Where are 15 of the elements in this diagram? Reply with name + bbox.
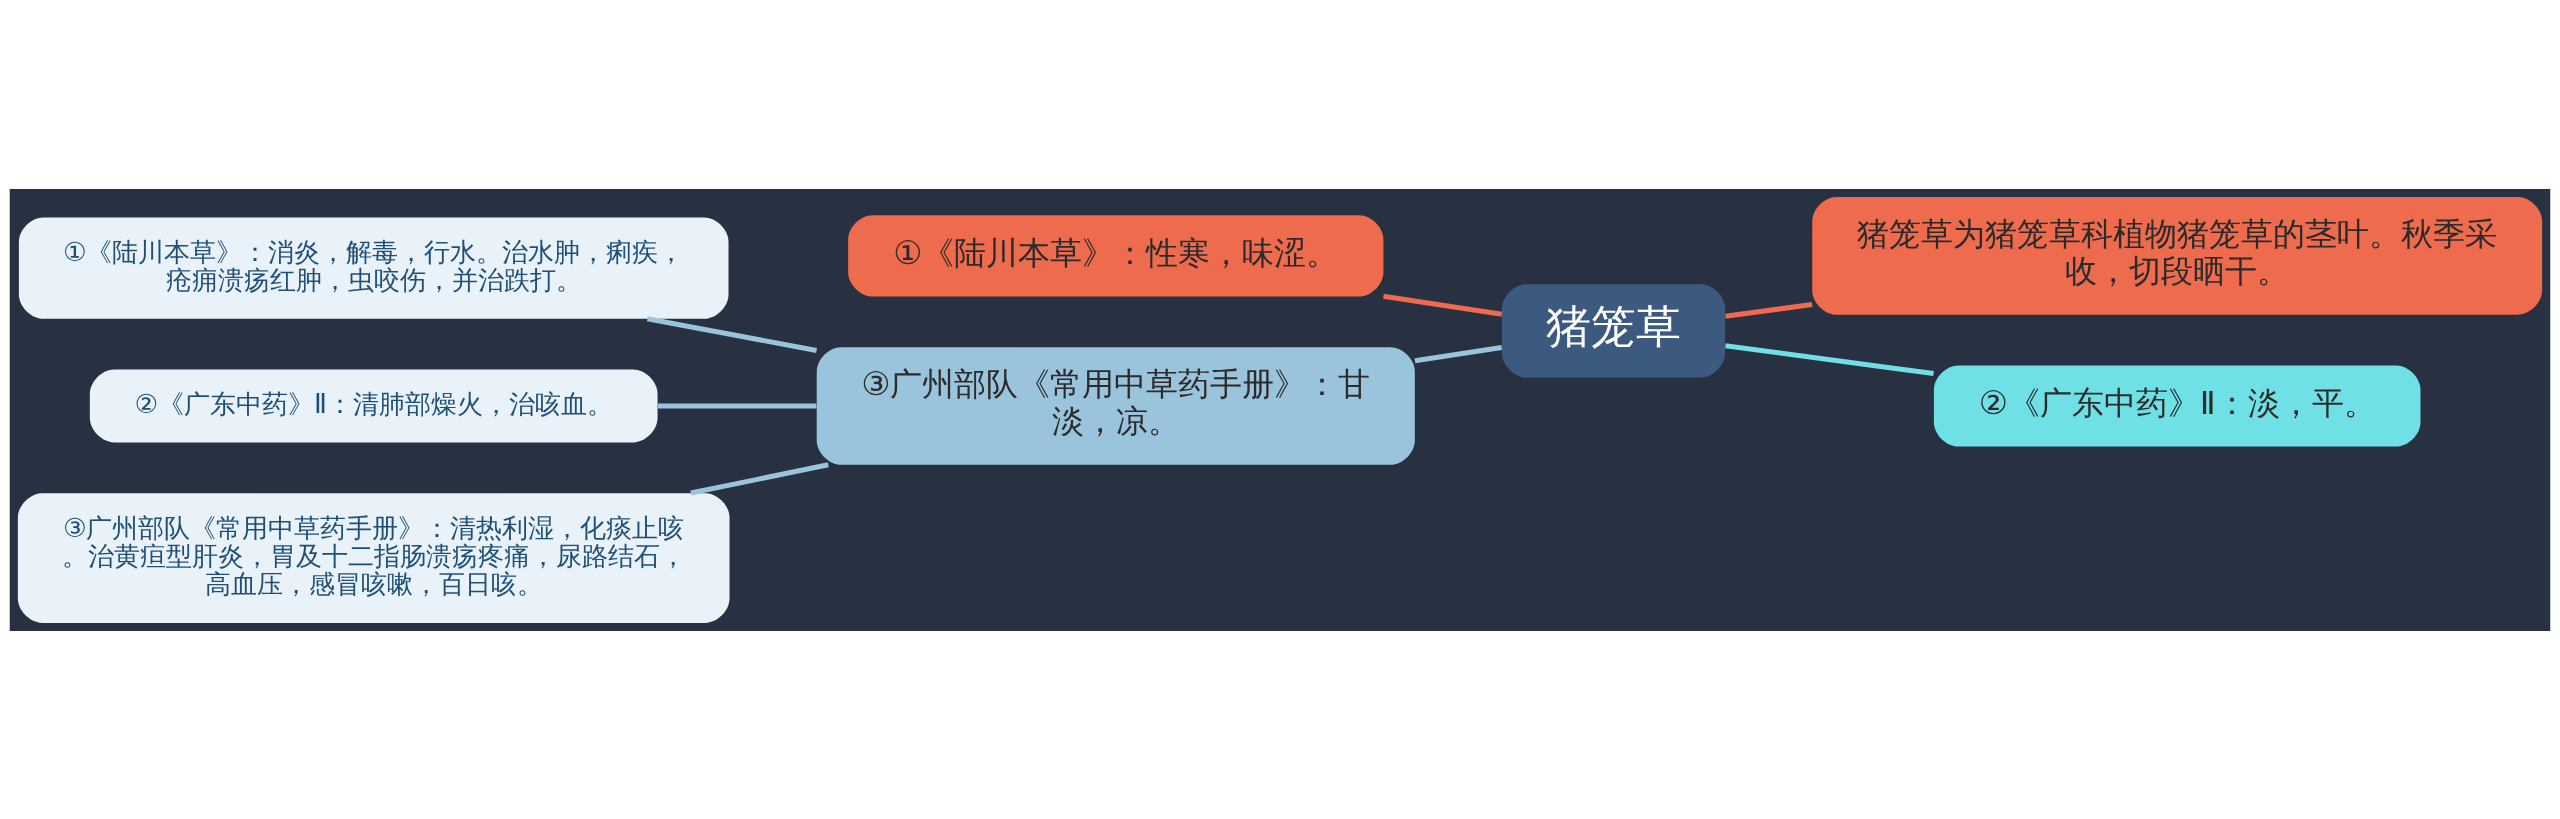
node-box: ②《广东中药》Ⅱ：淡，平。 [1933,364,2421,446]
connector [1383,293,1503,317]
connector [1725,342,1934,376]
node-box: ③广州部队《常用中草药手册》：清热利湿，化痰止咳。治黄疸型肝炎，胃及十二指肠溃疡疼痛，尿路结石，高血压，感冒咳嗽，百日咳。 [17,492,730,623]
connector [1725,301,1813,319]
node-box: 猪笼草 [1502,283,1726,378]
connector [1414,344,1502,363]
connector [657,402,817,408]
node-box: 猪笼草为猪笼草科植物猪笼草的茎叶。秋季采收，切段晒干。 [1812,196,2543,315]
node-box: ②《广东中药》Ⅱ：清肺部燥火，治咳血。 [89,368,658,442]
node-box: ①《陆川本草》：消炎，解毒，行水。治水肿，痢疾，疮痈溃疡红肿，虫咬伤，并治跌打。 [18,216,729,319]
node-box: ①《陆川本草》：性寒，味涩。 [848,214,1384,296]
connector [690,461,829,496]
node-box: ③广州部队《常用中草药手册》：甘淡，凉。 [816,346,1415,465]
connector [646,315,817,353]
